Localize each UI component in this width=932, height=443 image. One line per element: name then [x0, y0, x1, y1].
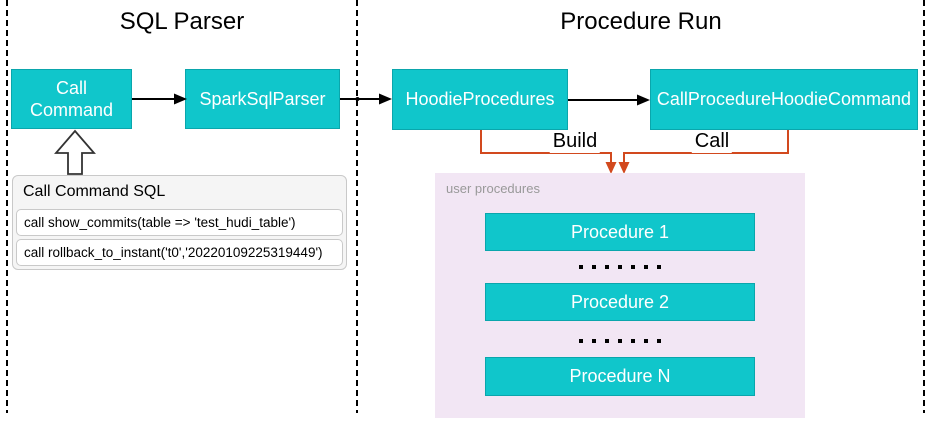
arrow-hoodieprocedures-to-callprocedure-icon [568, 94, 650, 106]
node-spark-sql-parser: SparkSqlParser [185, 69, 340, 129]
procedure-box-1: Procedure 1 [485, 213, 755, 251]
procedure-box-2: Procedure 2 [485, 283, 755, 321]
edge-label-build: Build [549, 130, 601, 153]
node-hoodie-procedures: HoodieProcedures [392, 69, 568, 130]
user-procedures-panel: user procedures Procedure 1 Procedure 2 … [435, 173, 805, 418]
section-title-procedure-run: Procedure Run [560, 8, 722, 35]
block-up-arrow-icon [54, 129, 96, 175]
section-border-middle [356, 0, 358, 413]
sql-box-header: Call Command SQL [23, 183, 166, 200]
ellipsis-dots [435, 265, 805, 269]
procedure-box-n: Procedure N [485, 357, 755, 396]
arrow-sparksqlparser-to-hoodieprocedures-icon [340, 93, 392, 105]
sql-example-row: call rollback_to_instant('t0','202201092… [16, 239, 343, 266]
call-command-sql-box: Call Command SQL call show_commits(table… [12, 175, 347, 270]
node-call-command: Call Command [11, 69, 132, 129]
ellipsis-dots [435, 339, 805, 343]
section-border-left [6, 0, 8, 413]
sql-example-row: call show_commits(table => 'test_hudi_ta… [16, 209, 343, 236]
section-title-sql-parser: SQL Parser [119, 8, 245, 35]
user-procedures-label: user procedures [446, 181, 540, 196]
node-call-procedure-hoodie-command: CallProcedureHoodieCommand [650, 69, 918, 130]
edge-label-call: Call [691, 130, 733, 153]
section-border-right [923, 0, 925, 413]
arrow-call-command-to-sparksqlparser-icon [132, 93, 187, 105]
